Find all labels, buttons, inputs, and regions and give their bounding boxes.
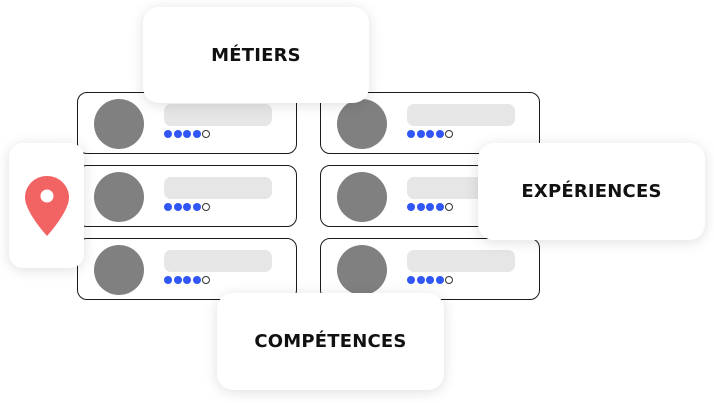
profile-card: [77, 238, 297, 300]
rating-dot-filled: [435, 203, 444, 211]
rating-dot-filled: [416, 130, 425, 138]
rating-dot-filled: [183, 203, 191, 211]
profile-card: [320, 238, 540, 300]
name-placeholder: [407, 104, 515, 126]
map-pin-icon: [25, 176, 69, 236]
avatar: [94, 172, 144, 222]
rating-dot-empty: [202, 276, 210, 284]
name-placeholder: [407, 250, 515, 272]
rating-dot-empty: [445, 203, 453, 211]
avatar: [337, 172, 387, 222]
rating-dot-empty: [445, 276, 453, 284]
name-placeholder: [164, 177, 272, 199]
rating-dot-filled: [416, 276, 425, 284]
rating-dot-filled: [173, 130, 182, 138]
rating-dot-filled: [426, 276, 434, 284]
rating-dots: [164, 276, 210, 286]
rating-dot-filled: [426, 130, 434, 138]
rating-dot-filled: [164, 203, 172, 211]
label-metiers: MÉTIERS: [143, 7, 369, 103]
rating-dot-filled: [173, 203, 182, 211]
avatar: [337, 99, 387, 149]
rating-dot-empty: [445, 130, 453, 138]
avatar: [94, 245, 144, 295]
label-competences: COMPÉTENCES: [217, 293, 444, 390]
rating-dots: [407, 130, 453, 140]
rating-dot-filled: [173, 276, 182, 284]
profile-card: [77, 165, 297, 227]
rating-dot-filled: [164, 130, 172, 138]
rating-dot-filled: [435, 130, 444, 138]
rating-dot-filled: [192, 203, 201, 211]
rating-dot-filled: [435, 276, 444, 284]
rating-dot-empty: [202, 130, 210, 138]
rating-dot-filled: [407, 203, 415, 211]
rating-dot-filled: [164, 276, 172, 284]
label-experiences: EXPÉRIENCES: [478, 143, 705, 240]
rating-dot-filled: [183, 130, 191, 138]
rating-dots: [407, 276, 453, 286]
avatar: [94, 99, 144, 149]
rating-dot-filled: [183, 276, 191, 284]
rating-dots: [407, 203, 453, 213]
rating-dots: [164, 203, 210, 213]
rating-dot-filled: [407, 276, 415, 284]
rating-dot-filled: [192, 130, 201, 138]
rating-dot-filled: [407, 130, 415, 138]
name-placeholder: [164, 104, 272, 126]
rating-dots: [164, 130, 210, 140]
avatar: [337, 245, 387, 295]
rating-dot-empty: [202, 203, 210, 211]
rating-dot-filled: [416, 203, 425, 211]
name-placeholder: [164, 250, 272, 272]
rating-dot-filled: [426, 203, 434, 211]
location-card: [9, 143, 84, 268]
rating-dot-filled: [192, 276, 201, 284]
